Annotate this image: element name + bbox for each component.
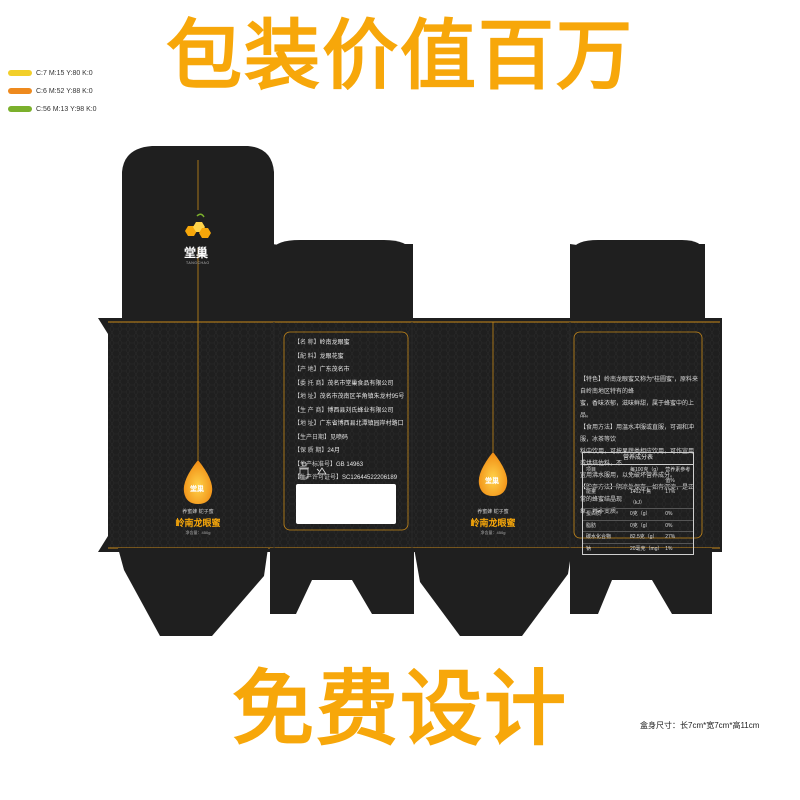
headline-bottom: 免费设计 <box>231 662 568 757</box>
desc-line: 【食用方法】用温水冲服或直服，可调和冲服，冰茶等饮 <box>580 425 695 443</box>
top-flap-right-tuck <box>572 240 705 318</box>
recycle-icon <box>316 467 327 475</box>
nutrition-title: 营养成分表 <box>583 453 693 465</box>
spec-line: 【产 地】广东茂名市 <box>294 367 350 373</box>
spec-list: 【名 称】岭南龙眼蜜 【配 料】龙眼花蜜 【产 地】广东茂名市 【委 托 商】茂… <box>294 337 404 486</box>
product-name-left: 岭南龙眼蜜 <box>175 518 221 528</box>
product-name-right: 岭南龙眼蜜 <box>470 518 516 528</box>
nutrition-header-cell: 项目 <box>586 467 597 473</box>
top-flap-tuck <box>272 240 412 318</box>
brand-sub-top: TANGCHAO <box>186 261 210 265</box>
spec-line: 【生产日期】见喷码 <box>294 434 349 441</box>
box-dimensions: 盒身尺寸：长7cm*宽7cm*高11cm <box>640 721 760 730</box>
tagline-right: 养蜜蜂 蛇子蜜 <box>477 509 509 515</box>
spec-line: 【地 址】茂名市茂南区羊角镇朱龙村95号 <box>294 394 405 400</box>
swatch-orange: C:6 M:52 Y:88 K:0 <box>8 82 97 100</box>
brand-name-drop-left: 堂巢 <box>190 485 204 493</box>
tagline-left: 养蜜蜂 蛇子蜜 <box>182 509 214 515</box>
desc-line: 【贮存方法】阴凉处保存，如有沉淀，是正常的蜂蜜结晶现 <box>580 485 695 503</box>
info-panel-border <box>573 331 703 539</box>
swatch-yellow: C:7 M:15 Y:80 K:0 <box>8 64 97 82</box>
desc-line: 【特色】岭南龙眼蜜又称为“桂圆蜜”，原料来自岭南地区特有的蜂 <box>580 377 698 395</box>
color-swatch-legend: C:7 M:15 Y:80 K:0 C:6 M:52 Y:88 K:0 C:56… <box>8 64 97 118</box>
spec-line: 【地 址】广东省博西县北潭镇园岸村路口 <box>294 421 404 427</box>
desc-line: 宜用沸水服用，以免破坏营养成分。 <box>580 473 677 479</box>
trash-icon <box>299 461 309 479</box>
spec-line: 【生 产 商】博西县刘氏蜂业有限公司 <box>294 407 394 414</box>
swatch-chip-orange <box>8 88 32 94</box>
spec-line: 【生产许可证号】SC12644522206189 <box>294 475 398 481</box>
barcode-label <box>296 484 396 524</box>
bottom-flap-3 <box>414 548 572 636</box>
nutrition-header: 项目 每100克（g） 营养素参考值% <box>583 465 693 487</box>
net-weight-left: 净含量：450g <box>185 530 211 535</box>
spec-panel-border <box>283 331 409 531</box>
honey-drop-left <box>183 460 213 504</box>
brand-name-top: 堂巢 <box>184 246 209 260</box>
bottom-flap-4 <box>570 548 712 614</box>
honeycomb-logo <box>185 213 211 238</box>
swatch-chip-yellow <box>8 70 32 76</box>
swatch-chip-green <box>8 106 32 112</box>
spec-line: 【配 料】龙眼花蜜 <box>294 353 344 360</box>
honey-drop-right <box>478 452 508 496</box>
spec-line: 【生产标准号】GB 14963 <box>294 461 364 468</box>
swatch-green: C:56 M:13 Y:98 K:0 <box>8 100 97 118</box>
main-body-hex <box>108 322 720 548</box>
bottom-flap-left <box>118 548 268 636</box>
swatch-code-orange: C:6 M:52 Y:88 K:0 <box>36 87 93 95</box>
brand-name-drop-right: 堂巢 <box>485 477 499 485</box>
headline-top: 包装价值百万 <box>166 11 634 100</box>
spec-line: 【委 托 商】茂名市堂巢食品有限公司 <box>294 380 394 387</box>
swatch-code-yellow: C:7 M:15 Y:80 K:0 <box>36 69 93 77</box>
desc-line: 蜜，香味浓郁，滋味鲜甜，属于蜂蜜中的上品。 <box>580 401 695 419</box>
net-weight-right: 净含量：450g <box>480 530 506 535</box>
nutrition-header-cell: 每100克（g） <box>630 467 662 473</box>
desc-line: 象，并非变质。 <box>580 509 623 515</box>
spec-line: 【名 称】岭南龙眼蜜 <box>294 340 350 346</box>
swatch-code-green: C:56 M:13 Y:98 K:0 <box>36 105 97 113</box>
nutrition-header-cell: 营养素参考值% <box>665 467 691 484</box>
bottom-flap-2 <box>270 548 414 614</box>
spec-line: 【保 质 期】24月 <box>294 448 341 454</box>
